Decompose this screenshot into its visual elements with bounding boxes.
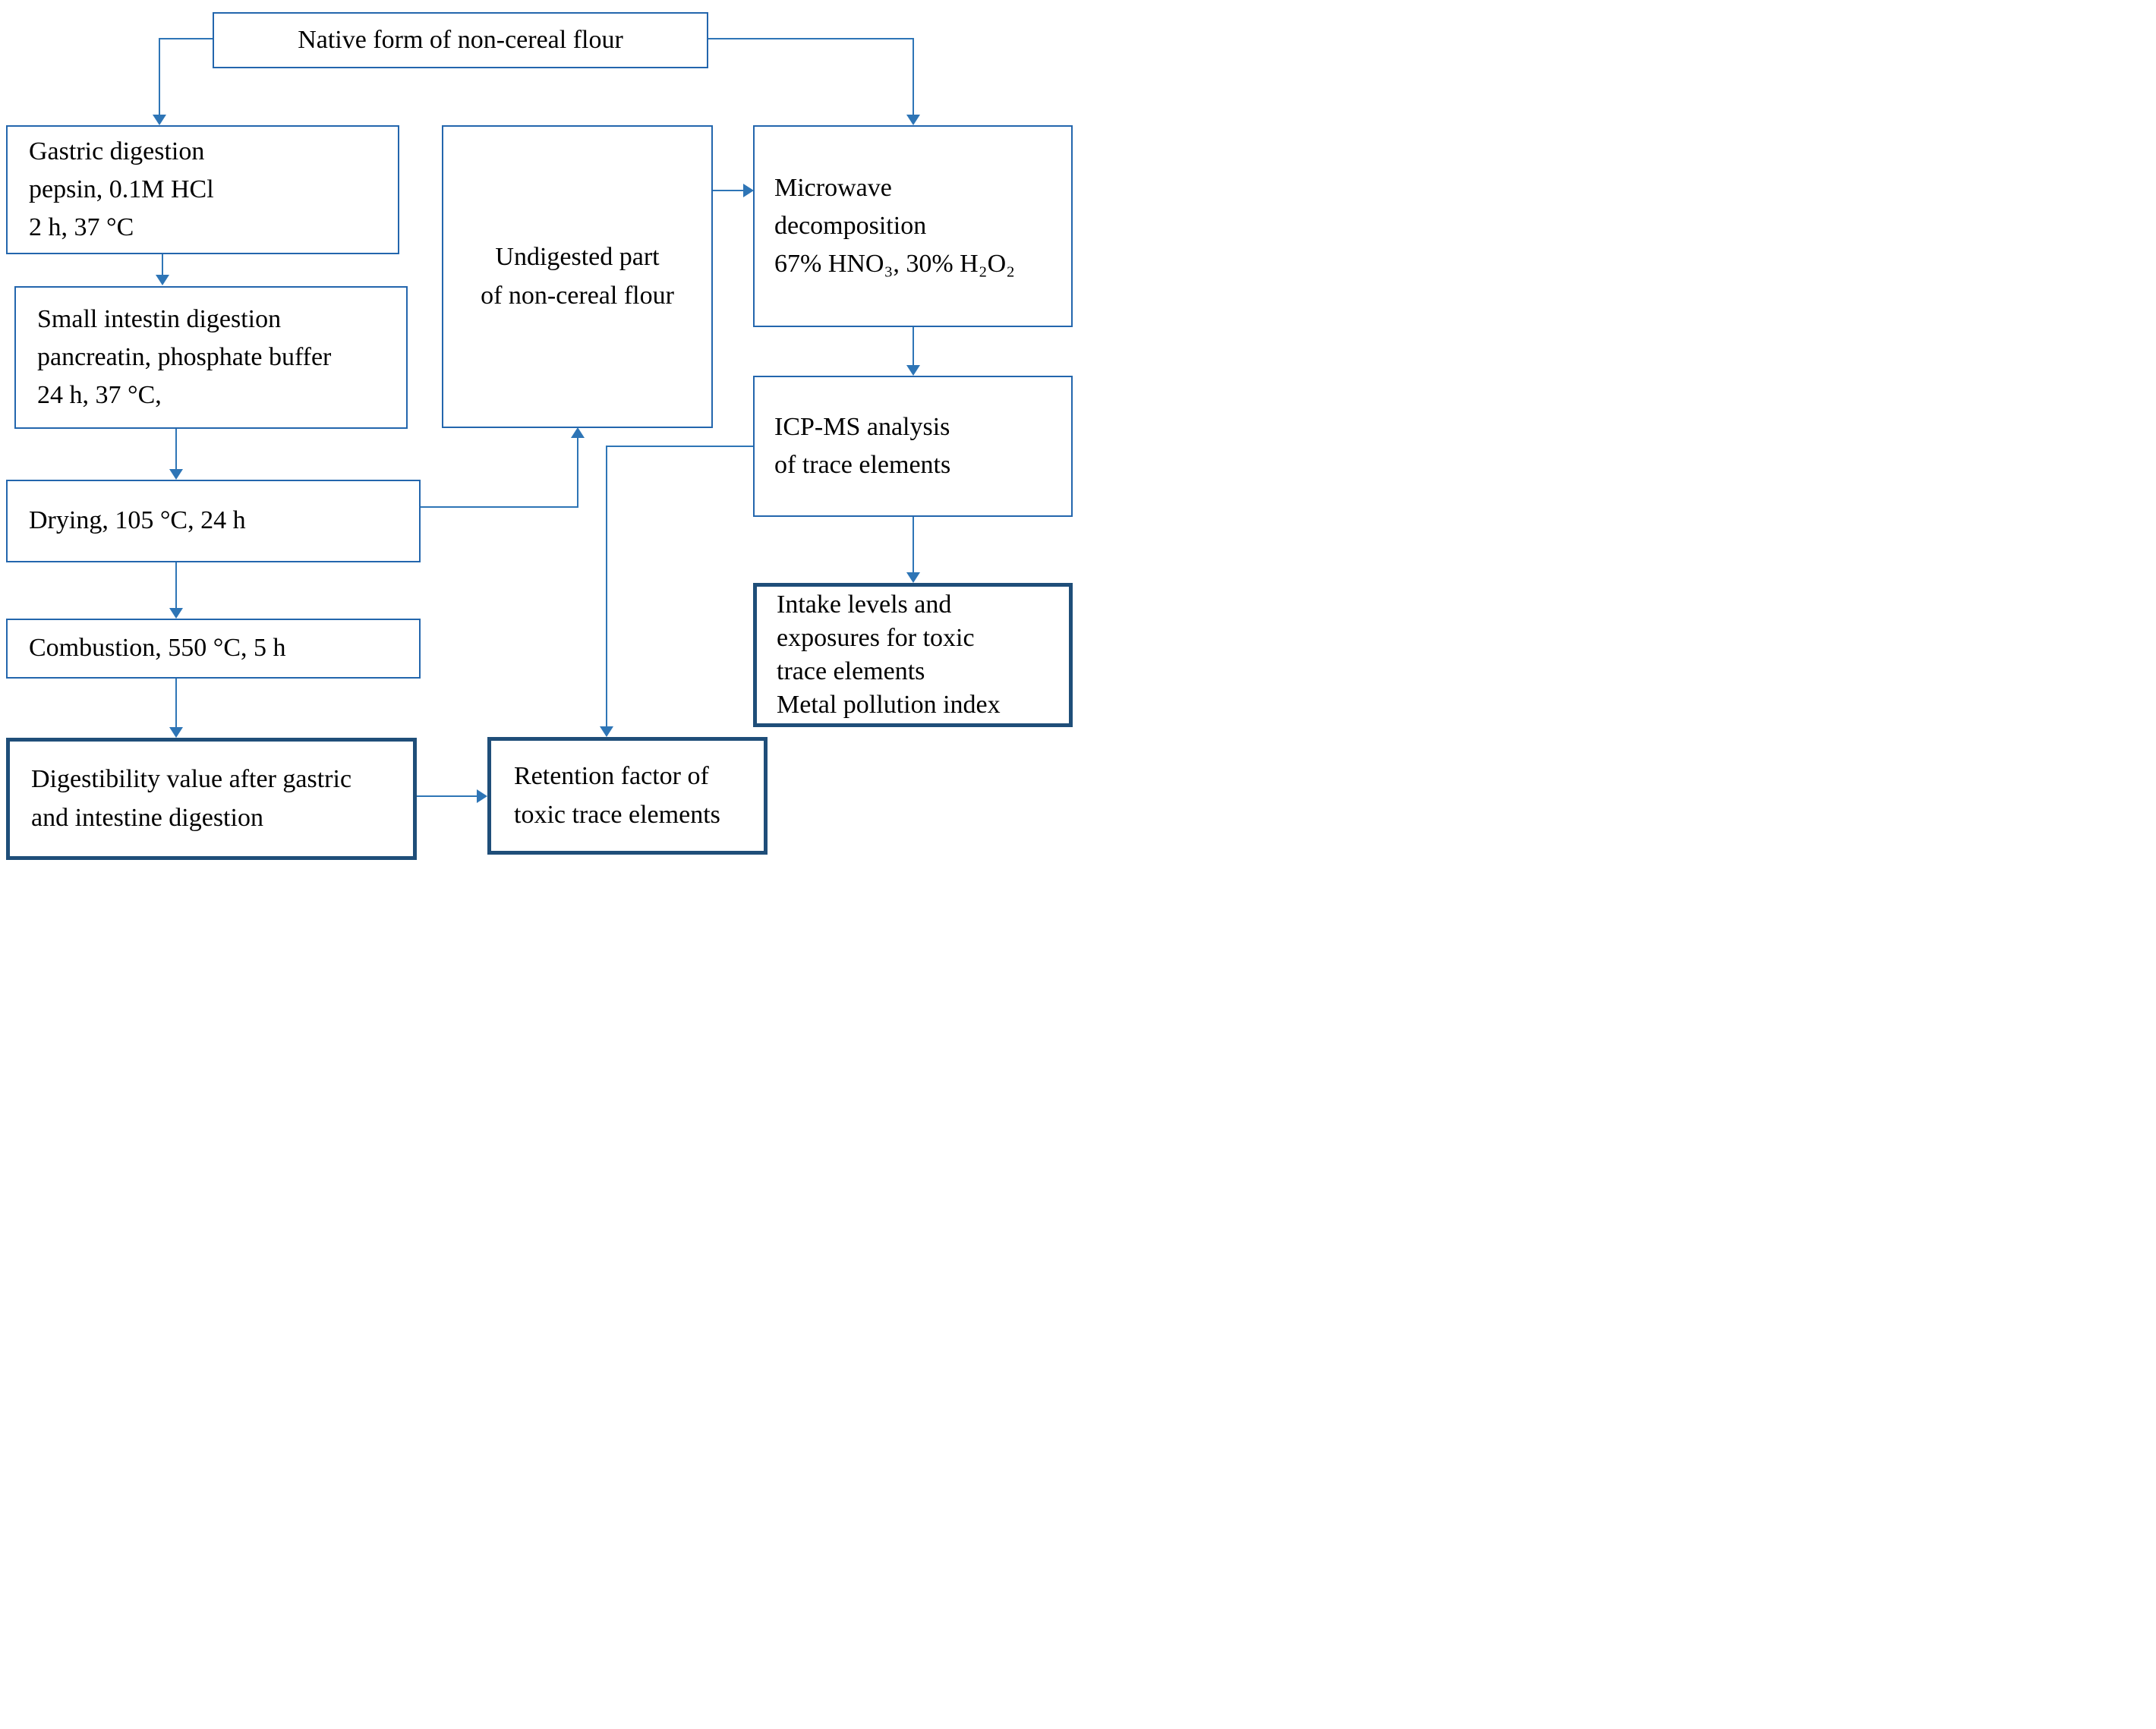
box-gastric-digestion-line: pepsin, 0.1M HCl [29,175,214,203]
box-icp-ms-analysis: ICP-MS analysis of trace elements [753,376,1073,517]
flow-line-drying-to-undigested [421,506,578,508]
box-intake-levels-line: Metal pollution index [777,691,1001,720]
box-small-intestine-digestion: Small intestin digestion pancreatin, pho… [14,286,408,429]
box-native-form-label: Native form of non-cereal flour [298,25,623,54]
box-retention-factor: Retention factor of toxic trace elements [487,737,768,855]
box-microwave-decomposition-line: Microwave [774,173,892,202]
flowchart-canvas: Native form of non-cereal flour Gastric … [0,0,1078,864]
box-retention-factor-line: Retention factor of [514,762,709,791]
box-gastric-digestion-line: 2 h, 37 °C [29,213,134,242]
flow-line-gastric-to-intestine [162,254,163,276]
arrowhead-into-combustion-icon [169,608,183,619]
box-undigested-part-line: Undigested part [495,243,660,272]
arrowhead-into-intestine-icon [156,275,169,285]
box-small-intestine-digestion-line: 24 h, 37 °C, [37,381,162,410]
box-combustion-label: Combustion, 550 °C, 5 h [29,634,286,663]
flow-line-combustion-to-digestibility [175,679,177,729]
arrowhead-into-icpms-icon [906,365,920,376]
flow-line-microwave-to-icpms [913,327,914,367]
box-microwave-decomposition-line: decomposition [774,211,927,240]
box-intake-levels-line: exposures for toxic [777,623,975,652]
box-drying: Drying, 105 °C, 24 h [6,480,421,562]
box-gastric-digestion-line: Gastric digestion [29,137,205,165]
box-intake-levels-line: Intake levels and [777,590,952,619]
flow-line-native-to-microwave [708,38,914,39]
flow-line-undigested-to-microwave [713,190,744,191]
flow-line-native-to-microwave [913,38,914,116]
arrowhead-into-drying-icon [169,469,183,480]
box-digestibility-value-line: and intestine digestion [31,803,263,832]
flow-line-digestibility-to-retention [417,795,478,797]
arrowhead-into-microwave-icon [906,115,920,125]
flow-line-icpms-to-retention [606,446,607,728]
arrowhead-into-intake-icon [906,572,920,583]
box-digestibility-value: Digestibility value after gastric and in… [6,738,417,860]
arrowhead-into-digestibility-icon [169,727,183,738]
box-retention-factor-line: toxic trace elements [514,800,720,829]
box-intake-levels-line: trace elements [777,657,925,685]
flow-line-icpms-to-retention [607,446,753,447]
box-microwave-decomposition: Microwave decomposition 67% HNO₃, 30% H₂… [753,125,1073,327]
box-microwave-decomposition-line: 67% HNO₃, 30% H₂O₂ [774,250,1015,279]
box-gastric-digestion: Gastric digestion pepsin, 0.1M HCl 2 h, … [6,125,399,254]
box-digestibility-value-line: Digestibility value after gastric [31,765,352,794]
box-native-form: Native form of non-cereal flour [213,12,708,68]
box-combustion: Combustion, 550 °C, 5 h [6,619,421,679]
box-icp-ms-analysis-line: ICP-MS analysis [774,412,950,441]
flow-line-icpms-to-intake [913,517,914,574]
box-drying-label: Drying, 105 °C, 24 h [29,506,246,535]
flow-line-native-to-gastric [159,38,213,39]
flow-line-drying-to-combustion [175,562,177,609]
arrowhead-into-undigested-icon [571,427,585,438]
box-small-intestine-digestion-line: pancreatin, phosphate buffer [37,342,332,371]
box-undigested-part-line: of non-cereal flour [481,281,674,310]
flow-line-intestine-to-drying [175,429,177,471]
arrowhead-into-gastric-icon [153,115,166,125]
flow-line-drying-to-undigested [577,438,578,508]
arrowhead-into-retention-top-icon [600,726,613,737]
box-undigested-part: Undigested part of non-cereal flour [442,125,713,428]
box-icp-ms-analysis-line: of trace elements [774,451,951,479]
flow-line-native-to-gastric [159,38,160,116]
box-small-intestine-digestion-line: Small intestin digestion [37,304,282,333]
box-intake-levels: Intake levels and exposures for toxic tr… [753,583,1073,727]
arrowhead-into-microwave-left-icon [743,184,754,197]
arrowhead-into-retention-left-icon [477,789,487,803]
